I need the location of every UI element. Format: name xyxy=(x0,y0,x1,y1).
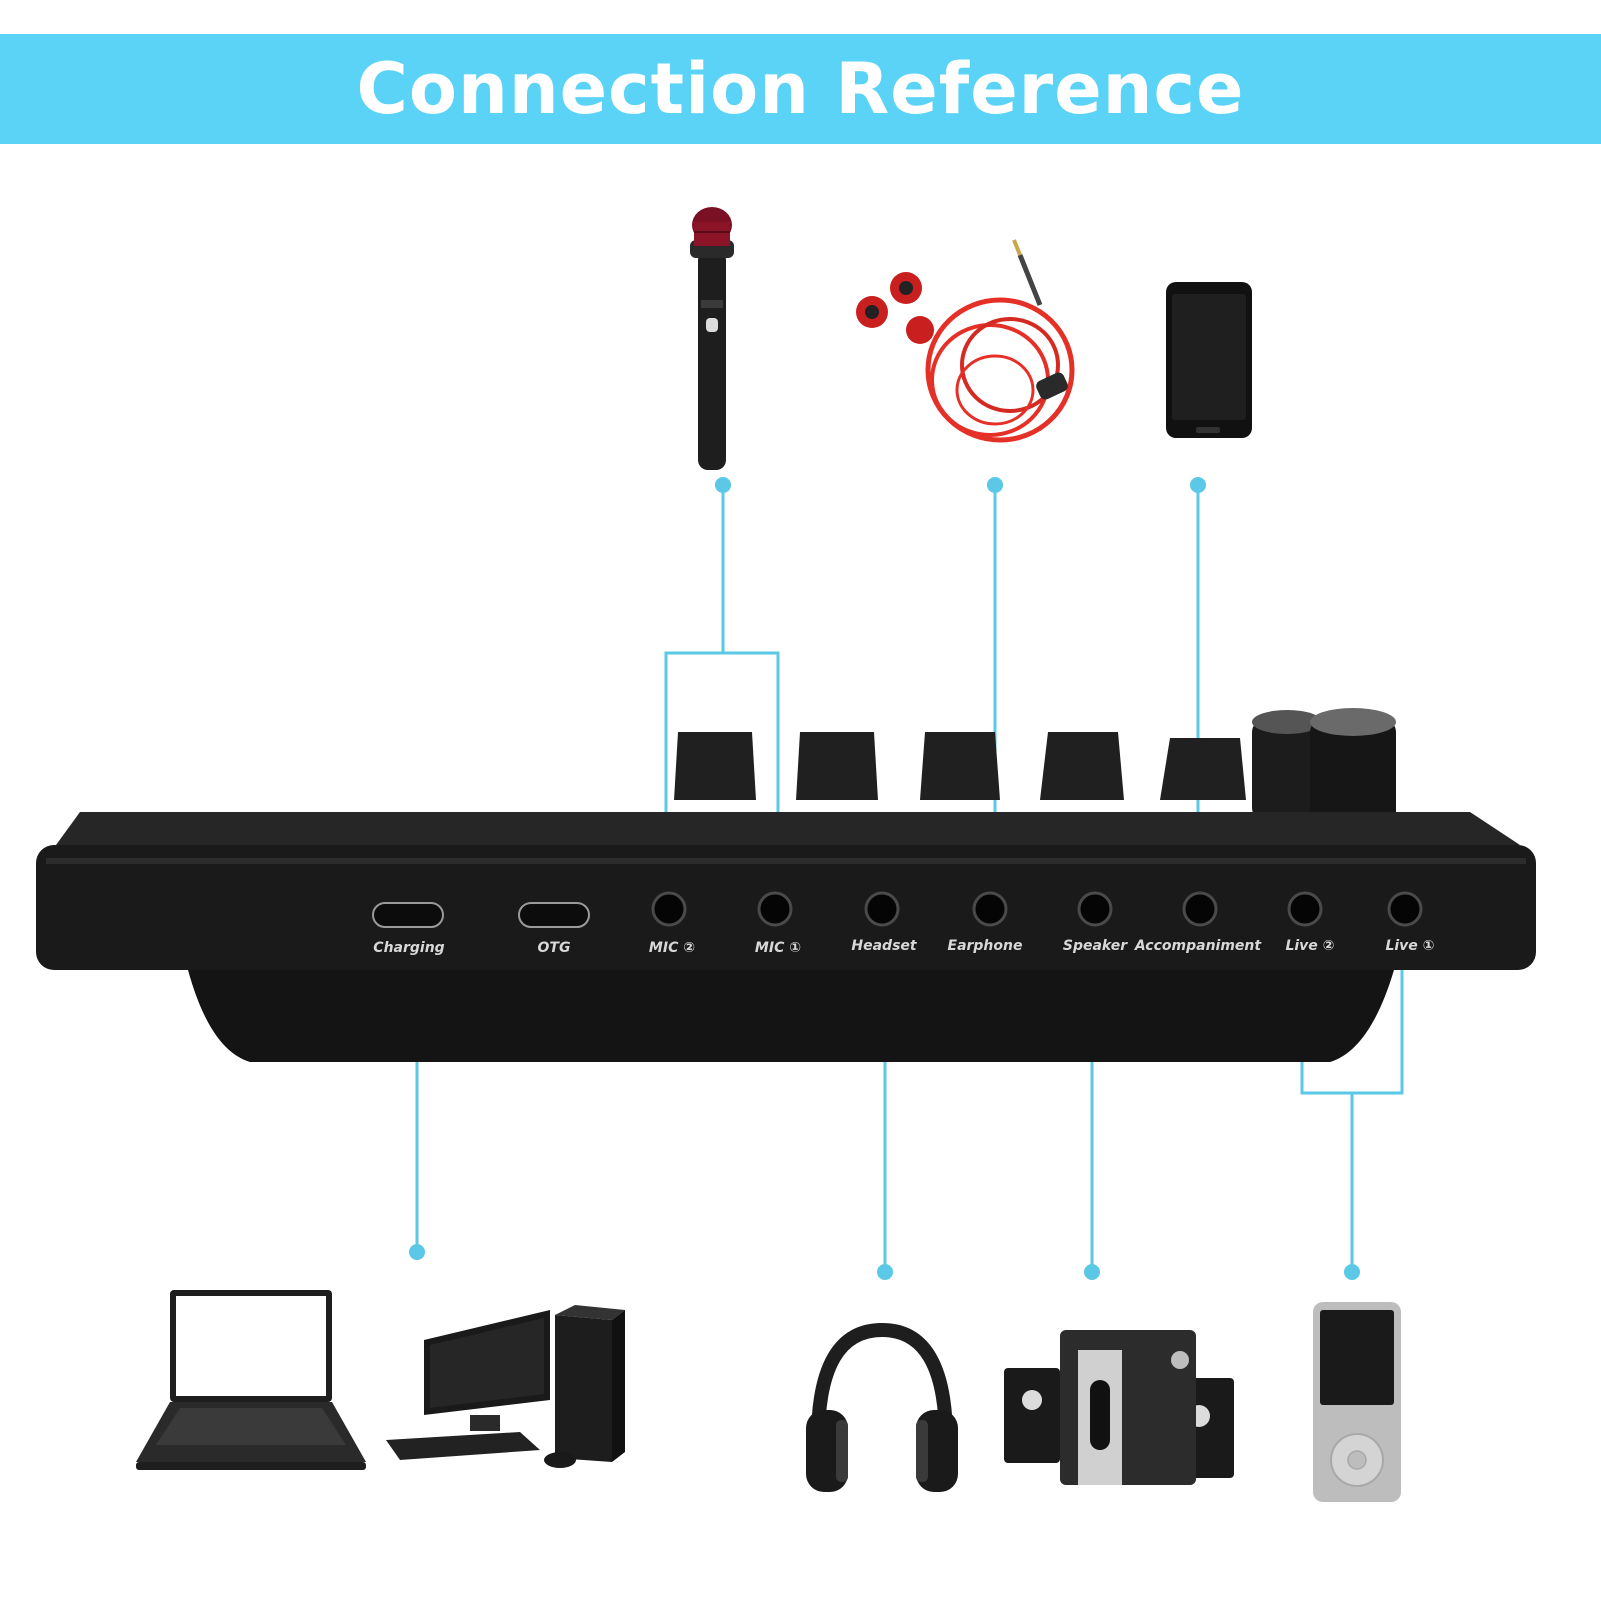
desktop-pc-icon xyxy=(386,1305,625,1468)
port-label-charging: Charging xyxy=(373,940,444,956)
phone-icon xyxy=(1166,282,1252,438)
mp3-player-icon xyxy=(1313,1302,1401,1502)
microphone-icon xyxy=(690,207,734,470)
speakers-icon xyxy=(1004,1330,1234,1485)
port-label-otg: OTG xyxy=(538,940,571,956)
speaker-jack xyxy=(1077,891,1113,927)
port-label-mic2: MIC ② xyxy=(649,940,695,956)
port-label-earphone: Earphone xyxy=(948,938,1023,954)
port-label-live1: Live ① xyxy=(1385,938,1434,954)
connection-dots xyxy=(409,477,1360,1280)
port-label-live2: Live ② xyxy=(1285,938,1334,954)
sound-card-console: Charging OTG MIC ② MIC ① Headset Earphon… xyxy=(36,708,1536,1062)
port-label-accompaniment: Accompaniment xyxy=(1134,938,1262,954)
earphone-jack xyxy=(972,891,1008,927)
headphones-icon xyxy=(806,1322,958,1492)
mic1-jack xyxy=(757,891,793,927)
live1-jack xyxy=(1387,891,1423,927)
header-banner: Connection Reference xyxy=(0,34,1601,144)
laptop-icon xyxy=(136,1290,366,1470)
accompaniment-jack xyxy=(1182,891,1218,927)
fader-knobs xyxy=(674,732,1246,800)
port-label-speaker: Speaker xyxy=(1063,938,1128,954)
otg-port xyxy=(518,902,590,928)
page-title: Connection Reference xyxy=(356,48,1245,130)
charging-port xyxy=(372,902,444,928)
port-label-headset: Headset xyxy=(851,938,918,954)
live2-jack xyxy=(1287,891,1323,927)
port-label-mic1: MIC ① xyxy=(755,940,801,956)
earphones-icon xyxy=(856,239,1075,443)
headset-jack xyxy=(864,891,900,927)
mic2-jack xyxy=(651,891,687,927)
